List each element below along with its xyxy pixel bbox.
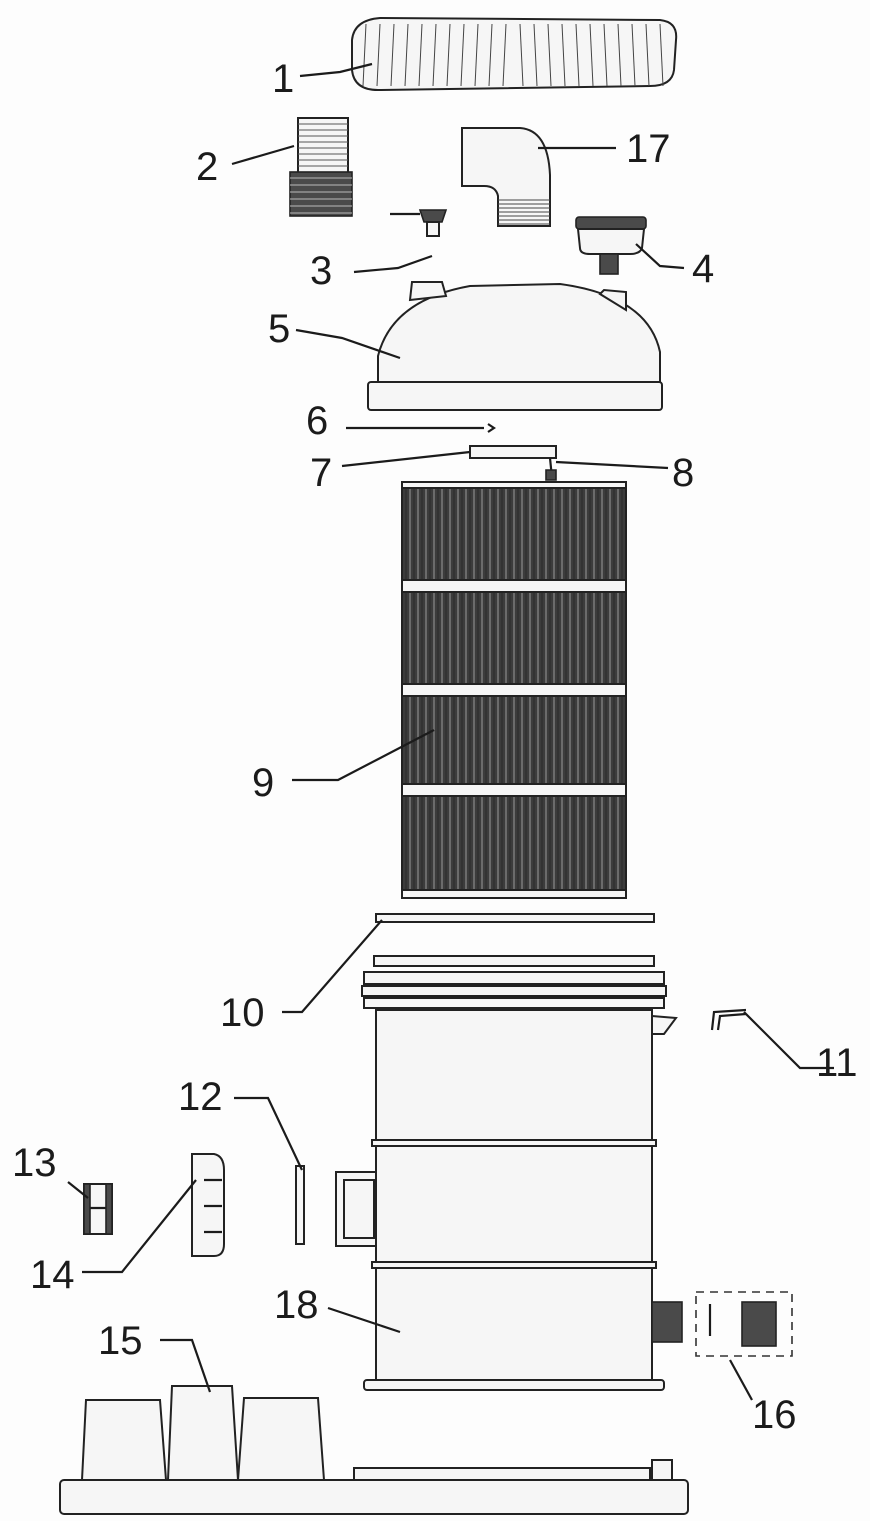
part-tank-body [335, 955, 683, 1391]
part-clip [710, 1008, 747, 1031]
part-filter-lid [367, 281, 663, 411]
callout-15: 15 [98, 1319, 143, 1363]
callout-18: 18 [274, 1283, 319, 1327]
callout-11: 11 [816, 1041, 858, 1085]
callout-8: 8 [672, 451, 694, 495]
callout-7: 7 [310, 451, 332, 495]
part-port-adapter [83, 1183, 113, 1235]
part-top-cap [469, 423, 557, 481]
part-elbow [461, 127, 551, 227]
callout-5: 5 [268, 307, 290, 351]
callout-13: 13 [12, 1141, 57, 1185]
callout-4: 4 [692, 247, 714, 291]
callout-14: 14 [30, 1253, 75, 1297]
callout-9: 9 [252, 761, 274, 805]
leader-lines [67, 62, 834, 1401]
callout-16: 16 [752, 1393, 797, 1437]
part-pressure-gauge [575, 216, 647, 275]
part-drain-plug [695, 1291, 793, 1357]
part-union-nut [191, 1153, 225, 1257]
part-gasket [295, 1165, 305, 1245]
callout-10: 10 [220, 991, 265, 1035]
callout-17: 17 [626, 127, 671, 171]
part-lock-ring [351, 16, 678, 92]
part-mounting-base [59, 1385, 689, 1515]
part-small-valve [390, 209, 448, 237]
part-tank-oring [375, 913, 655, 923]
callout-12: 12 [178, 1075, 223, 1119]
part-filter-cartridge [401, 481, 627, 899]
part-hose-adapter [289, 117, 353, 217]
callout-labels: 1 2 3 4 5 6 7 8 9 10 11 12 13 14 15 16 1… [12, 57, 858, 1437]
callout-1: 1 [272, 57, 294, 101]
callout-6: 6 [306, 399, 328, 443]
callout-3: 3 [310, 249, 332, 293]
callout-2: 2 [196, 145, 218, 189]
